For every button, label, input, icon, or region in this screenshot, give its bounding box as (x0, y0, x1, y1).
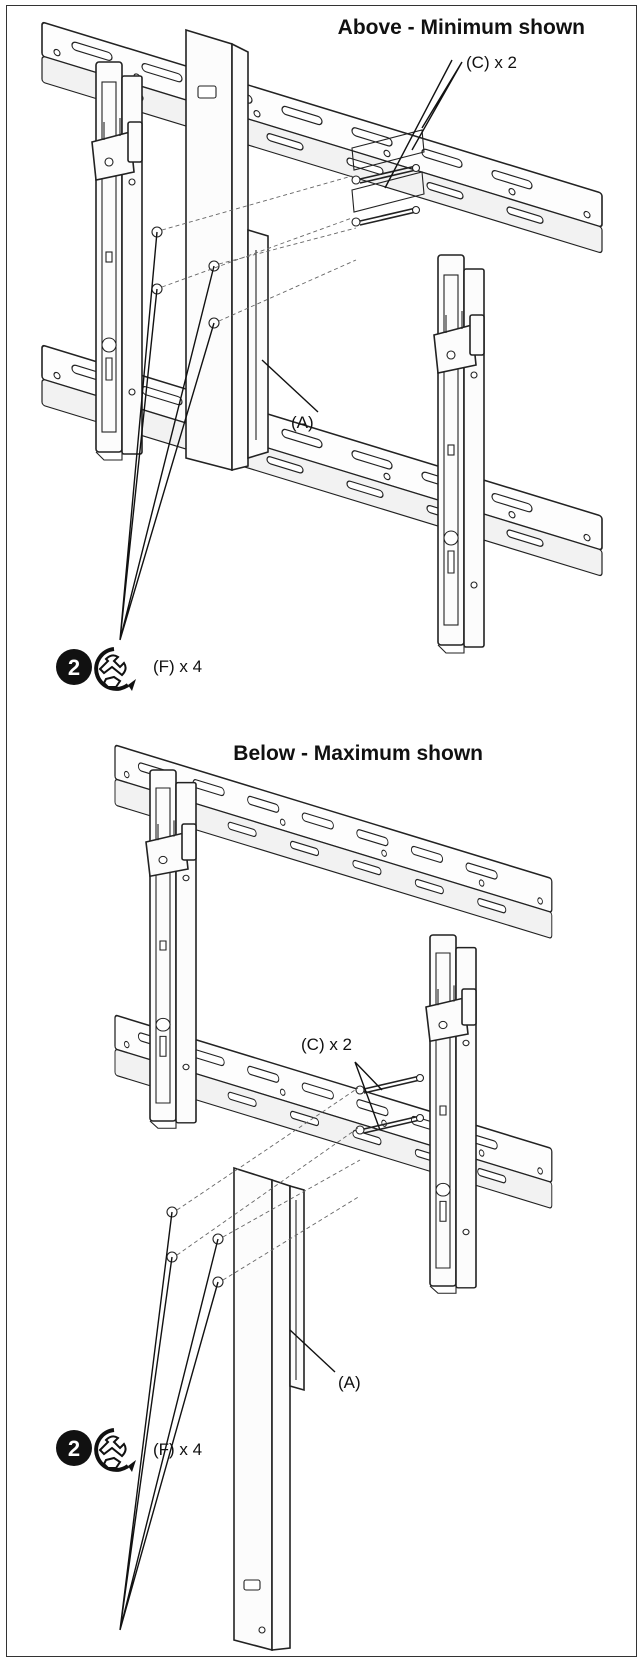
bottom-right-hook-bracket (425, 934, 477, 1294)
diagram-frame (6, 5, 637, 1657)
bottom-label-c: (C) x 2 (301, 1035, 352, 1054)
top-label-c: (C) x 2 (466, 53, 517, 72)
top-left-hook-bracket (91, 61, 143, 461)
top-label-f: (F) x 4 (153, 657, 202, 676)
wrench-tighten-icon (94, 1428, 138, 1474)
wrench-tighten-icon (94, 647, 138, 693)
top-panel: Above - Minimum shown (41, 16, 603, 693)
svg-text:2: 2 (68, 655, 80, 680)
top-panel-title: Above - Minimum shown (338, 16, 585, 39)
bottom-step-badge: 2 (56, 1430, 92, 1466)
bottom-label-f: (F) x 4 (153, 1440, 202, 1459)
top-step-badge: 2 (56, 649, 92, 685)
top-right-hook-bracket (433, 254, 485, 654)
svg-text:2: 2 (68, 1436, 80, 1461)
bottom-panel: Below - Maximum shown (56, 742, 553, 1652)
bottom-panel-title: Below - Maximum shown (233, 742, 483, 765)
bottom-extension-arm (233, 1166, 305, 1652)
bottom-leader-lines (119, 1061, 383, 1631)
bottom-left-hook-bracket (145, 769, 197, 1129)
top-spacers (351, 129, 425, 227)
top-label-a: (A) (291, 413, 314, 432)
bottom-label-a: (A) (338, 1373, 361, 1392)
top-extension-arm (185, 28, 269, 472)
top-leader-lines (119, 59, 463, 641)
